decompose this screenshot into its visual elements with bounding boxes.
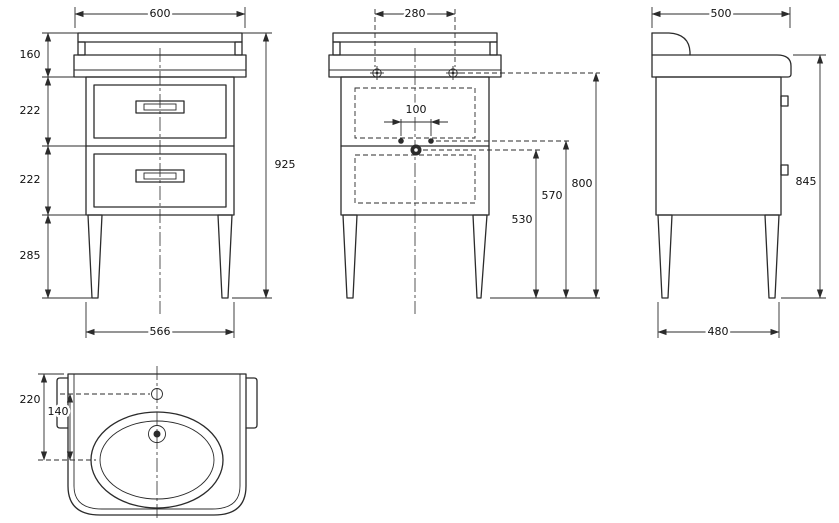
side-tab-left [56,377,69,429]
dim-tap-centres: 280 [405,7,426,20]
dim-tap-height: 800 [572,177,593,190]
leg-front [764,214,780,299]
basin-outline [67,373,247,516]
tap-hole-icon [370,66,384,80]
drawer-pull-profile [780,95,789,107]
leg-right [217,214,233,299]
dim-front-base-width: 566 [150,325,171,338]
gallery-rail [77,32,243,43]
basin-top-view: 220 140 [17,366,258,521]
dim-front-overall-height: 925 [275,158,296,171]
gallery-post-right [489,41,498,56]
leg-left [342,214,358,299]
dim-side-top-depth: 500 [711,7,732,20]
leg-left [87,214,103,299]
plumbing-view: 280 100 800 570 530 [328,5,600,314]
tap-hole-icon [446,66,460,80]
gallery-post-right [234,41,243,56]
side-view: 500 845 480 [651,5,826,341]
dim-front-top-width: 600 [150,7,171,20]
dim-side-base-depth: 480 [708,325,729,338]
leg-back [657,214,673,299]
dim-leg-height: 285 [20,249,41,262]
gallery-profile [651,32,691,56]
fixing-hole-icon [428,138,434,144]
gallery-rail [332,32,498,43]
dim-upstand-height: 160 [20,48,41,61]
drain-center [153,430,161,438]
fixing-hole-icon [398,138,404,144]
dim-side-overall-height: 845 [796,175,817,188]
waste-outlet-icon [410,144,422,156]
dim-upper-drawer-height: 222 [20,104,41,117]
dim-bowl-centre-from-tap: 140 [48,405,69,418]
dim-waste-height: 530 [512,213,533,226]
dim-lower-drawer-height: 222 [20,173,41,186]
dim-bowl-centre-from-back: 220 [20,393,41,406]
dim-fixing-height: 570 [542,189,563,202]
leg-right [472,214,488,299]
side-tab-right [245,377,258,429]
countertop-profile [651,54,792,78]
cabinet-body-side [655,76,782,216]
gallery-post-left [332,41,341,56]
dim-fixing-centres: 100 [406,103,427,116]
front-view: 600 160 222 222 285 925 566 [17,5,298,341]
gallery-post-left [77,41,86,56]
drawer-pull-profile [780,164,789,176]
